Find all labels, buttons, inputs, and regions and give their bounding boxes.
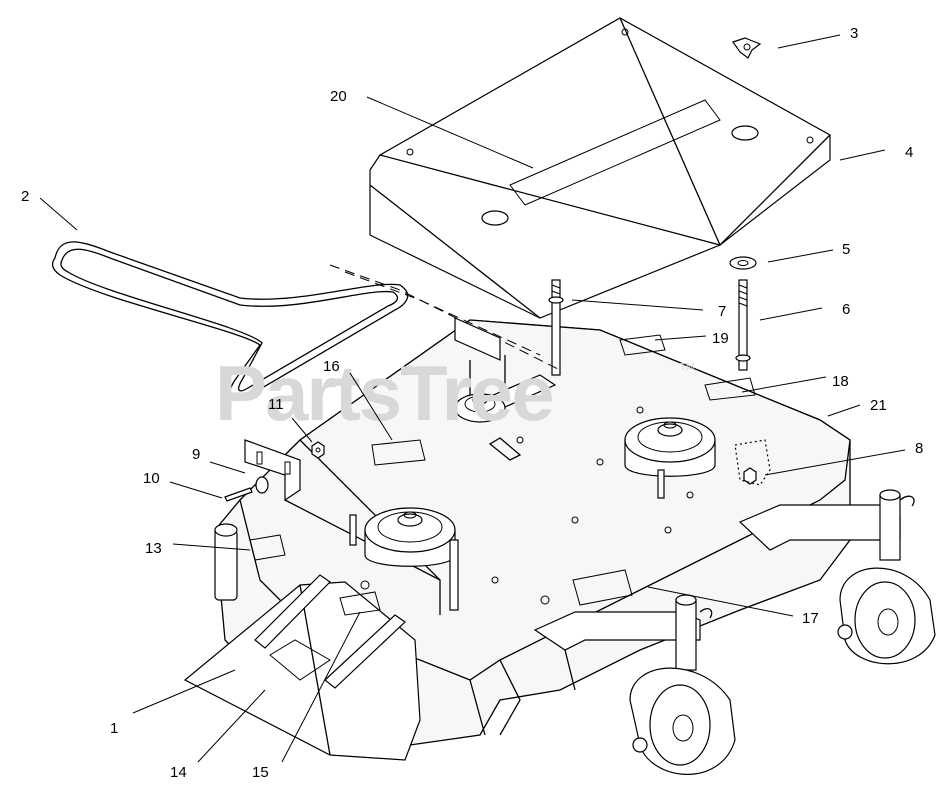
right-spindle-pulley: [624, 417, 716, 499]
callout-9: 9: [192, 446, 200, 463]
callout-15: 15: [252, 764, 269, 781]
nut-right: [734, 439, 771, 486]
deck-roller: [214, 523, 238, 601]
watermark-text: PartsTree: [215, 349, 553, 437]
callout-6: 6: [842, 301, 850, 318]
height-bracket: [244, 439, 301, 502]
callout-17: 17: [802, 610, 819, 627]
cover-knob: [732, 37, 762, 59]
left-spindle-pulley: [349, 507, 459, 611]
callout-20: 20: [330, 88, 347, 105]
discharge-chute: [183, 574, 421, 761]
callout-19: 19: [712, 330, 729, 347]
carriage-bolt: [224, 476, 269, 502]
callout-7: 7: [718, 303, 726, 320]
callout-16: 16: [323, 358, 340, 375]
cover-stud: [548, 279, 564, 376]
callout-10: 10: [143, 470, 160, 487]
washer: [729, 256, 757, 270]
callout-13: 13: [145, 540, 162, 557]
stud-bolt: [735, 279, 751, 371]
front-caster-wheel: [533, 594, 736, 775]
callout-11: 11: [268, 396, 284, 413]
deck-holes: [360, 406, 694, 605]
rear-caster-wheel: [738, 489, 936, 665]
callout-18: 18: [832, 373, 849, 390]
callout-3: 3: [850, 25, 858, 42]
callout-2: 2: [21, 188, 29, 205]
callout-8: 8: [915, 440, 923, 457]
idler-pulley: [454, 393, 506, 423]
leader-lines: [39, 34, 906, 763]
callout-labels: 1 2 3 4 5 6 7 8 9 10 11 13 14 15 16 17 1…: [21, 25, 923, 781]
watermark-trademark: TM: [680, 362, 694, 373]
drive-belt: [51, 241, 561, 400]
callout-14: 14: [170, 764, 187, 781]
callout-1: 1: [110, 720, 118, 737]
belt-cover: [369, 17, 831, 319]
callout-4: 4: [905, 144, 913, 161]
callout-5: 5: [842, 241, 850, 258]
decals: [249, 334, 756, 606]
nut: [311, 441, 325, 459]
callout-21: 21: [870, 397, 887, 414]
